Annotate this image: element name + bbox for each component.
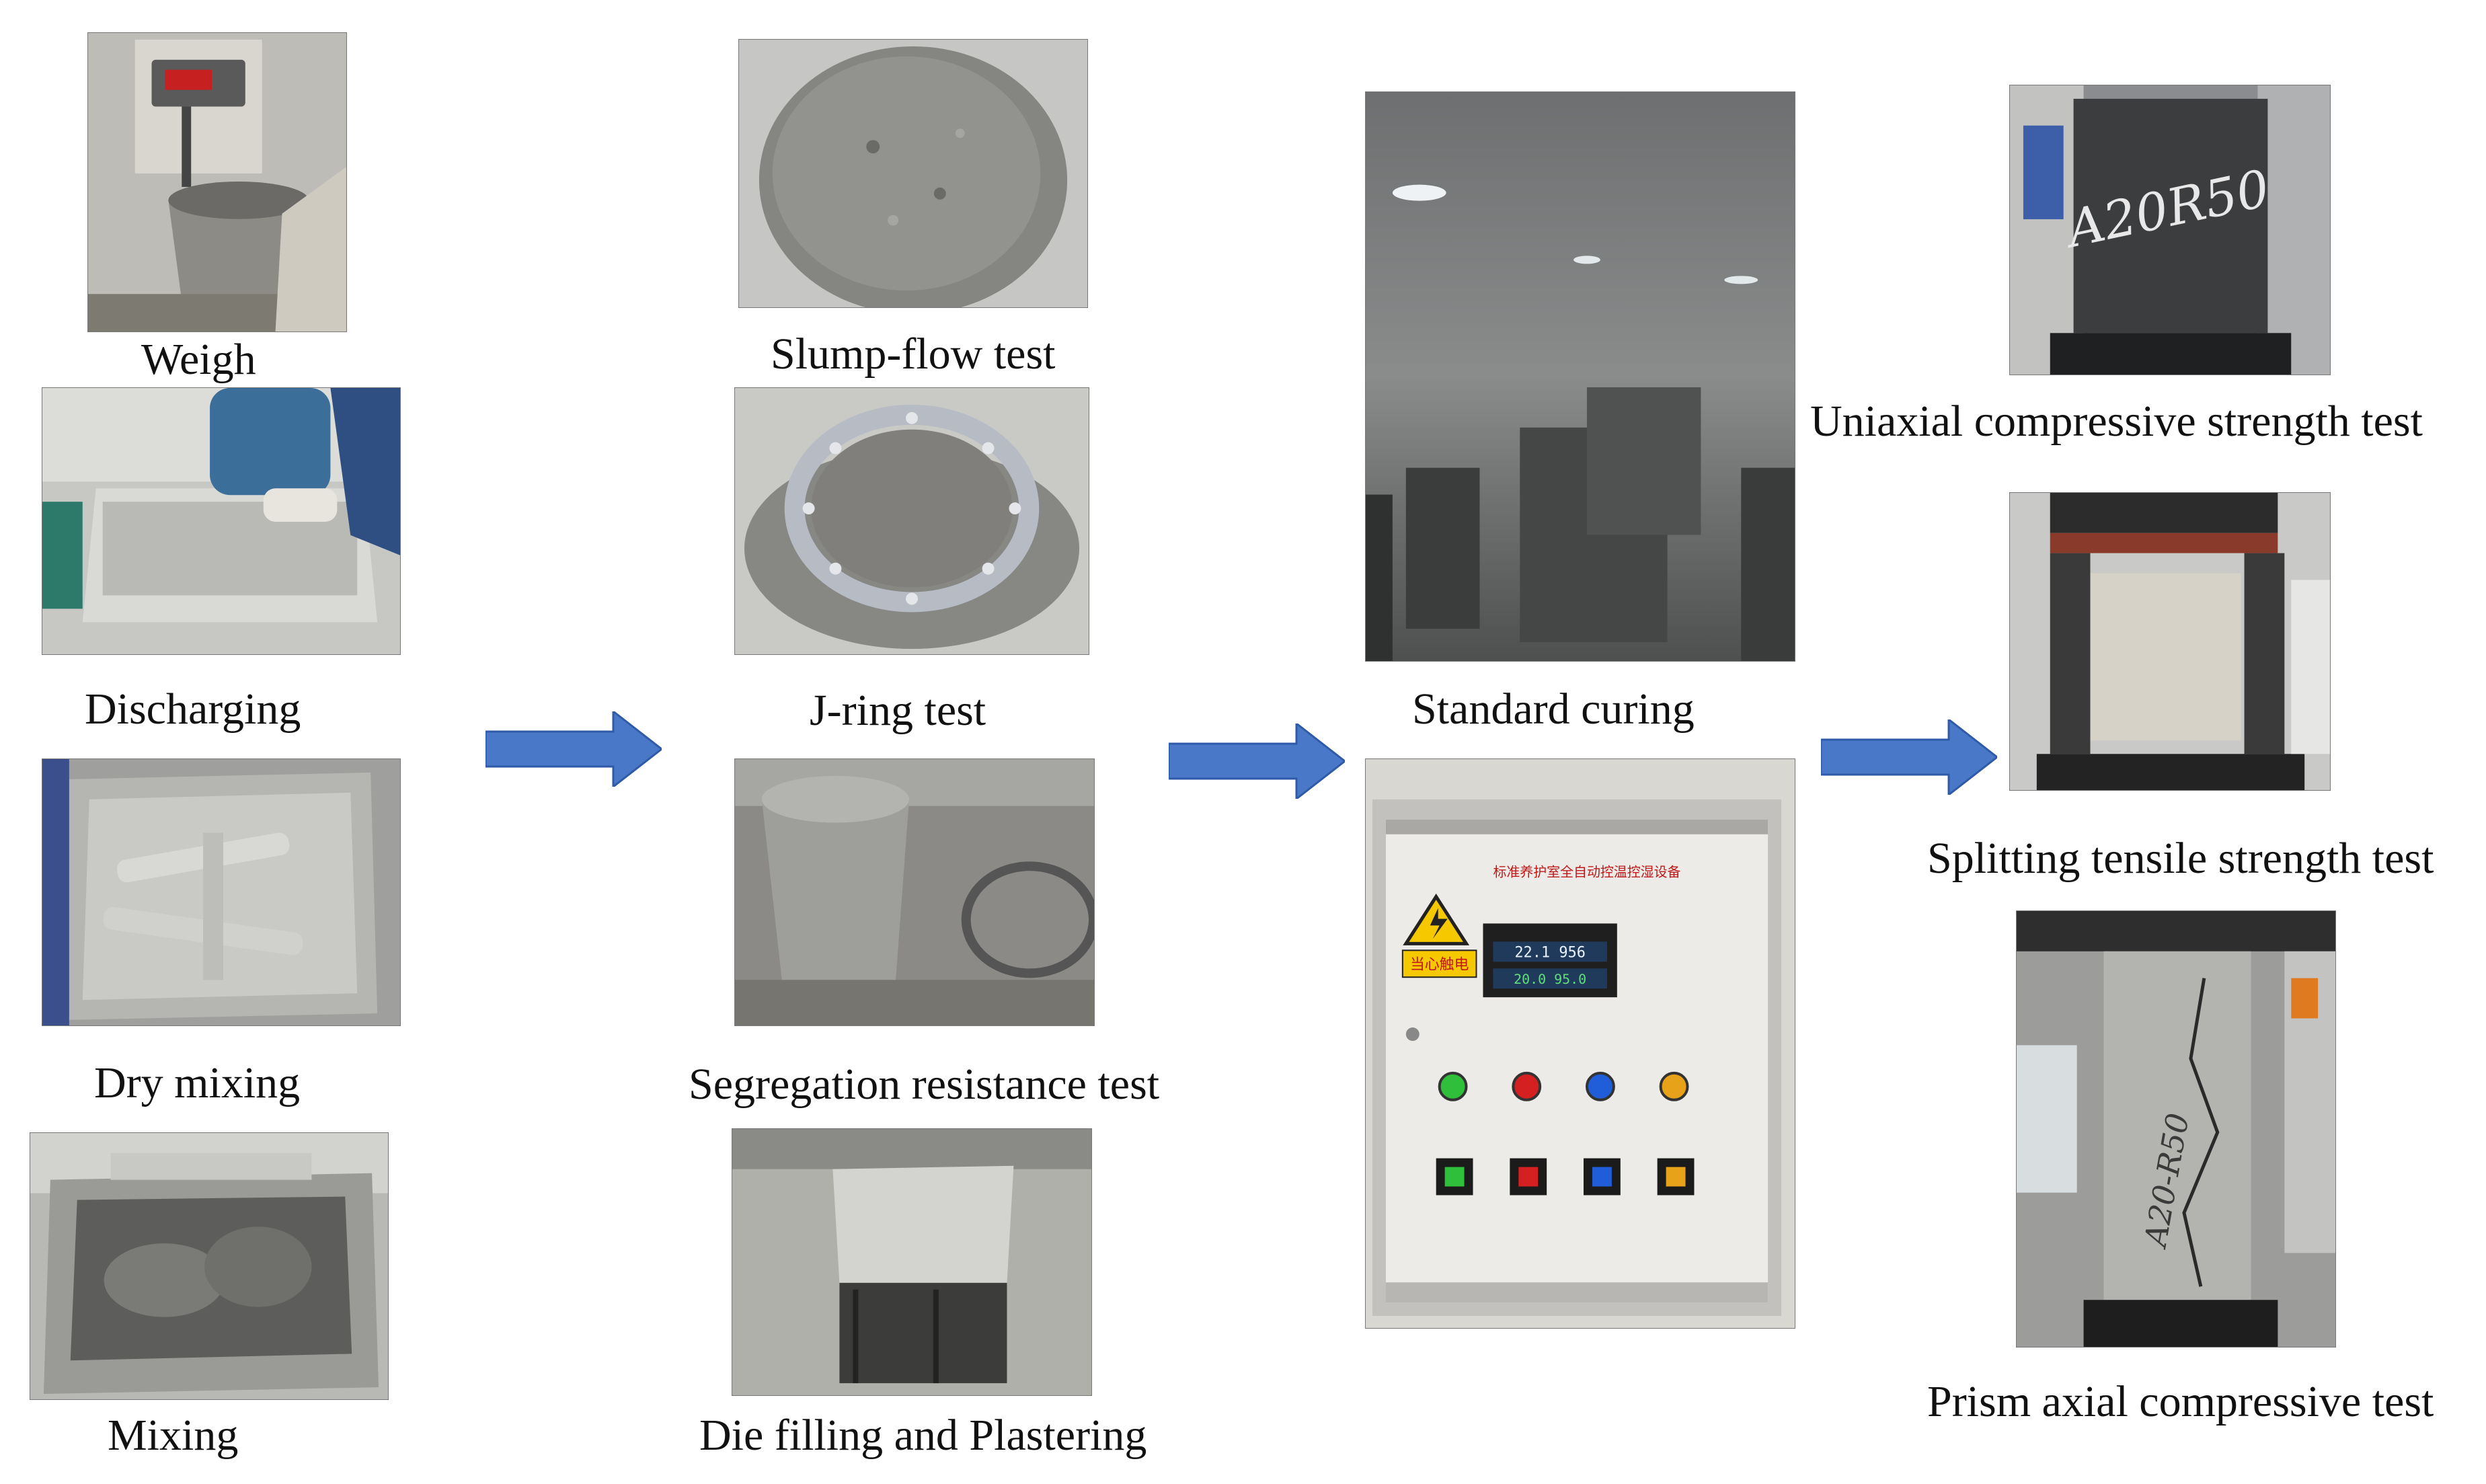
- uniaxial-compressive-photo: A20R50: [2009, 85, 2331, 375]
- uniaxial-compressive-label: Uniaxial compressive strength test: [1810, 397, 2423, 446]
- standard-curing-label: Standard curing: [1412, 685, 1695, 734]
- die-filling-photo: [732, 1128, 1092, 1396]
- flow-arrow-1: [485, 711, 662, 787]
- weigh-label: Weigh: [141, 335, 256, 384]
- panel-title-text: 标准养护室全自动控温控湿设备: [1493, 864, 1680, 880]
- segregation-photo: [734, 758, 1095, 1026]
- dry-mixing-photo: [42, 758, 401, 1026]
- splitting-tensile-photo: [2009, 492, 2331, 791]
- standard-curing-photo: [1365, 91, 1795, 662]
- j-ring-label: J-ring test: [810, 686, 986, 735]
- mixing-label: Mixing: [108, 1411, 239, 1460]
- slump-flow-label: Slump-flow test: [771, 329, 1056, 379]
- discharging-photo: [42, 387, 401, 655]
- dry-mixing-label: Dry mixing: [94, 1058, 301, 1107]
- display-top-text: 22.1 956: [1514, 944, 1586, 961]
- prism-axial-photo: A20-R50: [2016, 910, 2336, 1348]
- slump-flow-photo: [738, 39, 1088, 308]
- mixing-photo: [30, 1132, 389, 1400]
- display-bottom-text: 20.0 95.0: [1514, 971, 1586, 987]
- j-ring-photo: [734, 387, 1089, 655]
- warning-label-text: 当心触电: [1410, 956, 1469, 973]
- flow-arrow-3: [1821, 719, 1997, 795]
- die-filling-label: Die filling and Plastering: [699, 1411, 1147, 1460]
- splitting-tensile-label: Splitting tensile strength test: [1927, 834, 2434, 883]
- curing-control-panel-photo: 标准养护室全自动控温控湿设备 当心触电 22.1 956 20.0 95.0: [1365, 758, 1795, 1329]
- weigh-photo: [87, 32, 347, 332]
- discharging-label: Discharging: [85, 685, 301, 734]
- segregation-label: Segregation resistance test: [689, 1060, 1160, 1109]
- flow-arrow-2: [1169, 724, 1345, 799]
- prism-axial-label: Prism axial compressive test: [1927, 1377, 2434, 1426]
